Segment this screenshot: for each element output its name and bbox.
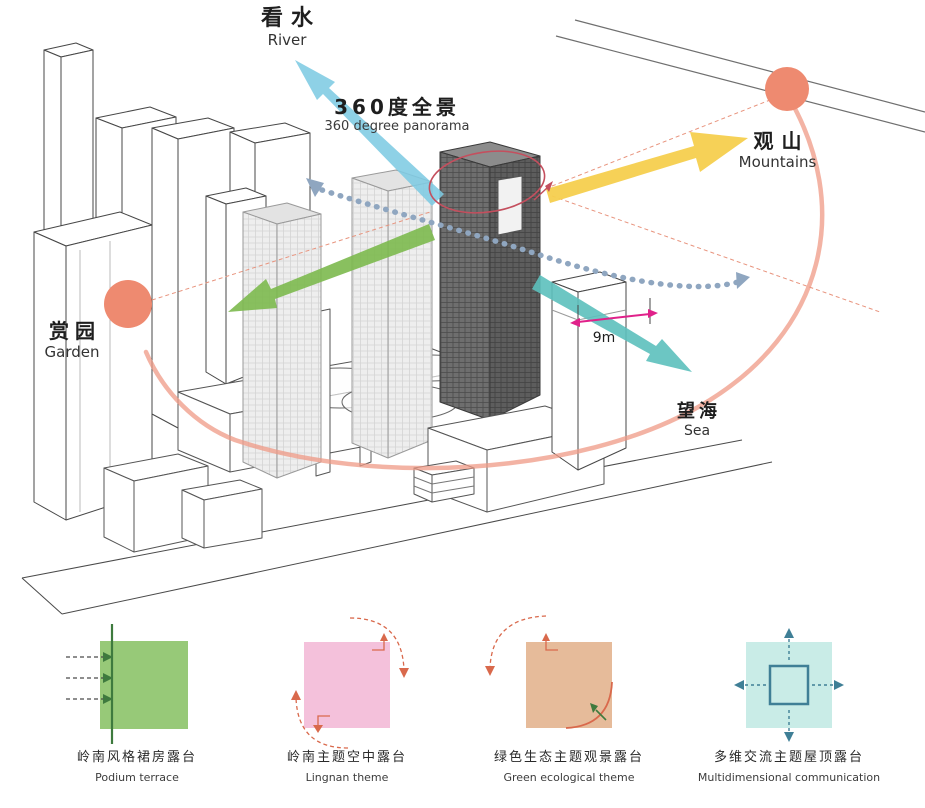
legend-zh-2: 绿色生态主题观景露台 — [493, 750, 644, 765]
viewpoint-circle-left — [104, 280, 152, 328]
legend-en-1: Lingnan theme — [305, 771, 389, 784]
sight-lines — [151, 99, 881, 313]
legend-swatch-green-ecological — [485, 615, 613, 729]
legend-zh-1: 岭南主题空中露台 — [286, 750, 407, 765]
legend-swatch-lingnan-theme — [291, 617, 409, 749]
legend-swatch-multidimensional — [734, 628, 844, 742]
legend-zh-0: 岭南风格裙房露台 — [76, 750, 197, 765]
flow-dotted-curve — [306, 178, 750, 290]
legend-label-podium-terrace: 岭南风格裙房露台 Podium terrace — [17, 746, 257, 784]
legend-swatch-podium-terrace — [66, 624, 188, 744]
dimension-9m — [570, 298, 658, 332]
legend-zh-3: 多维交流主题屋顶露台 — [713, 750, 864, 765]
view-arrow-mountains — [546, 132, 748, 203]
tower-highlight-ellipse — [428, 150, 553, 214]
legend-en-2: Green ecological theme — [503, 771, 635, 784]
gray-tower-right — [351, 169, 433, 459]
view-arrow-garden — [228, 224, 435, 312]
flow-arrowhead-left — [306, 178, 324, 197]
flow-arrowhead-right — [736, 272, 750, 289]
view-arrow-river — [295, 60, 444, 206]
main-tower — [439, 141, 541, 421]
view-arrow-sea — [532, 275, 692, 372]
panorama-arc — [143, 93, 825, 471]
ground-lines — [21, 439, 773, 615]
legend-en-3: Multidimensional communication — [697, 771, 881, 784]
legend-label-green-ecological: 绿色生态主题观景露台 Green ecological theme — [449, 746, 689, 784]
gray-tower-left — [242, 202, 322, 479]
legend-en-0: Podium terrace — [95, 771, 179, 784]
viewpoint-circle-right — [765, 67, 809, 111]
legend-label-lingnan-theme: 岭南主题空中露台 Lingnan theme — [227, 746, 467, 784]
legend-label-multidimensional: 多维交流主题屋顶露台 Multidimensional communicatio… — [669, 746, 909, 784]
road-lines — [555, 19, 925, 133]
